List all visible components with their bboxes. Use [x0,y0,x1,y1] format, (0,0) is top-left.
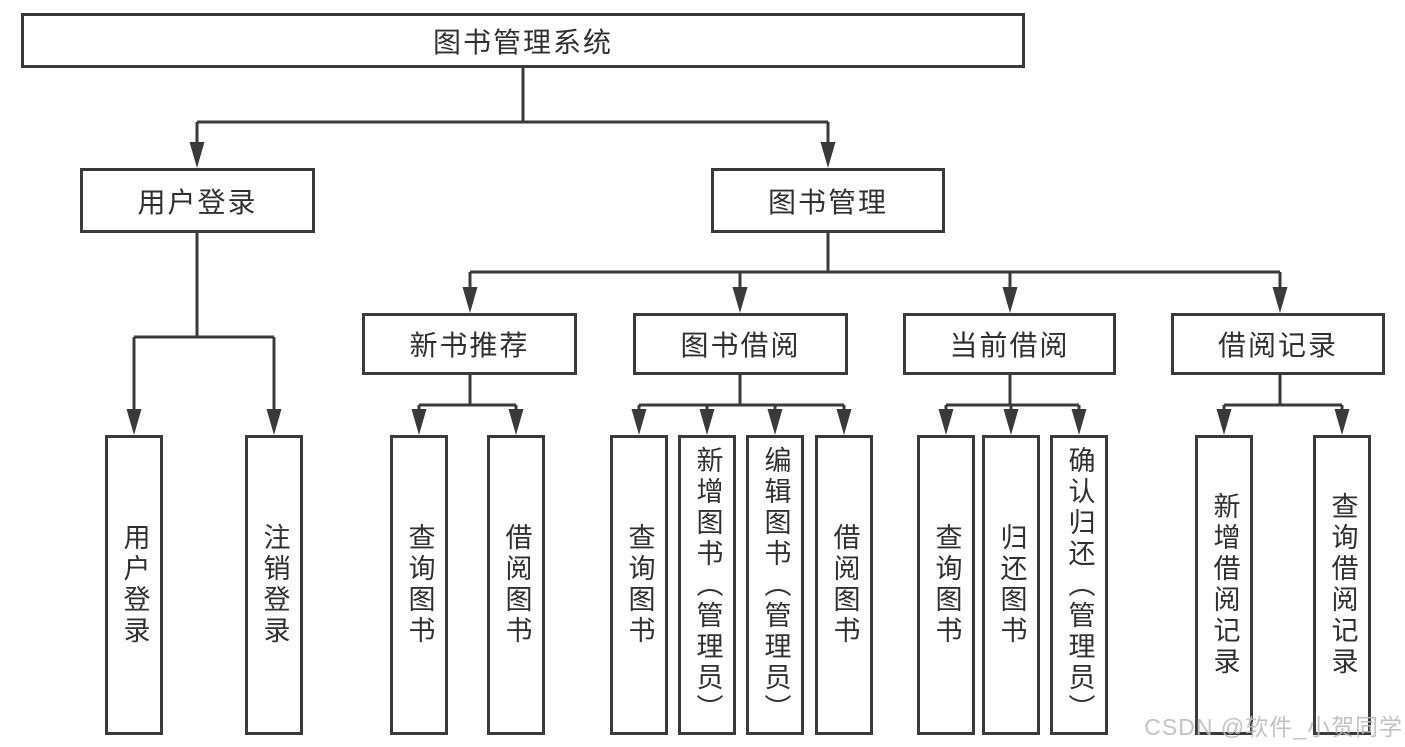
leaf-current-return-books: 归还图书 [982,435,1040,735]
node-current-borrowing: 当前借阅 [903,313,1116,375]
node-label: 编辑图书（管理员） [760,445,791,725]
watermark: CSDN @软件_小贺同学 [1144,714,1403,740]
node-label: 借阅记录 [1217,330,1338,361]
leaf-records-add-record: 新增借阅记录 [1195,435,1253,735]
leaf-borrow-edit-books-admin: 编辑图书（管理员） [746,435,804,735]
node-label: 图书管理 [767,186,888,218]
node-label: 查询借阅记录 [1327,492,1358,678]
node-label: 确认归还（管理员） [1064,445,1095,725]
node-label: 归还图书 [996,523,1027,647]
node-library-system: 图书管理系统 [21,13,1025,68]
leaf-newbook-borrow-books: 借阅图书 [487,435,545,735]
node-label: 图书借阅 [680,330,801,361]
node-book-borrowing: 图书借阅 [633,313,848,375]
node-new-book-recommendation: 新书推荐 [362,313,577,375]
leaf-current-confirm-return-admin: 确认归还（管理员） [1050,435,1108,735]
node-label: 新书推荐 [409,330,530,361]
node-label: 注销登录 [259,523,290,647]
node-label: 借阅图书 [829,523,860,647]
leaf-borrow-add-books-admin: 新增图书（管理员） [678,435,736,735]
node-label: 新增图书（管理员） [692,445,723,725]
node-label: 当前借阅 [949,330,1070,361]
leaf-borrow-query-books: 查询图书 [610,435,668,735]
node-label: 查询图书 [404,523,435,647]
node-label: 查询图书 [931,523,962,647]
node-borrowing-records: 借阅记录 [1171,313,1385,375]
node-label: 用户登录 [137,186,258,218]
node-label: 查询图书 [624,523,655,647]
node-label: 用户登录 [119,523,150,647]
leaf-current-query-books: 查询图书 [917,435,975,735]
leaf-logout-login: 注销登录 [245,435,303,735]
leaf-borrow-borrow-books: 借阅图书 [815,435,873,735]
node-label: 借阅图书 [501,523,532,647]
leaf-user-login: 用户登录 [105,435,163,735]
node-book-management: 图书管理 [711,168,945,233]
node-label: 图书管理系统 [432,26,613,58]
node-user-login: 用户登录 [80,168,315,233]
leaf-records-query-record: 查询借阅记录 [1313,435,1371,735]
node-label: 新增借阅记录 [1209,492,1240,678]
leaf-newbook-query-books: 查询图书 [390,435,448,735]
